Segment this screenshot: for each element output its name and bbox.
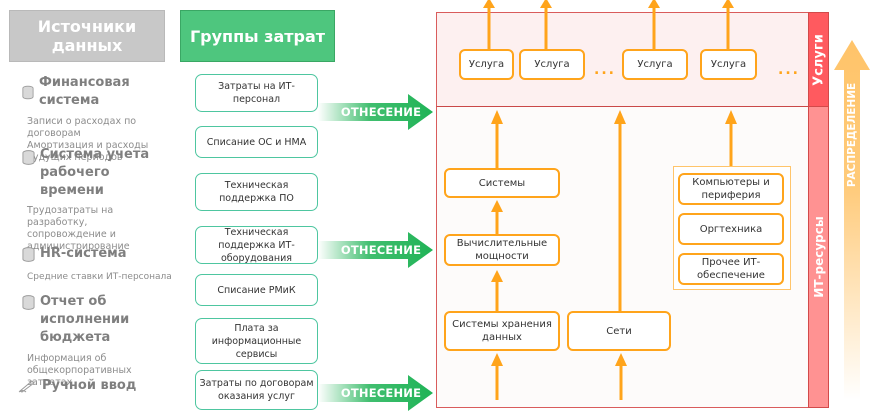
resource-systems: Системы (444, 168, 560, 198)
database-icon (22, 295, 35, 310)
pen-icon (18, 380, 35, 393)
arrow-up (722, 0, 734, 49)
resource-computing: Вычислительные мощности (444, 234, 560, 266)
cost-group-workplace-writeoff: Списание РМиК (195, 274, 318, 306)
arrow-up (615, 353, 627, 400)
resource-networks: Сети (567, 311, 671, 351)
arrow-up (491, 353, 503, 400)
service-box: Услуга (700, 49, 757, 80)
database-icon (22, 246, 35, 262)
resource-flow-arrows (483, 0, 737, 400)
database-icon (22, 85, 34, 99)
arrow-up (491, 270, 503, 311)
arrow-up (614, 110, 626, 311)
cost-group-hardware-support: Техническая поддержка ИТ-оборудования (195, 226, 318, 264)
resource-computers: Компьютеры и периферия (678, 173, 784, 205)
cost-group-it-staff: Затраты на ИТ-персонал (195, 74, 318, 112)
arrow-up (491, 110, 503, 168)
resource-office-equipment: Оргтехника (678, 213, 784, 245)
distribution-arrow: РАСПРЕДЕЛЕНИЕ (834, 40, 870, 400)
cost-groups-header: Группы затрат (180, 10, 335, 62)
service-box: Услуга (459, 49, 514, 80)
source-budget-report: Отчет об исполнении бюджета Информация о… (22, 293, 182, 389)
service-box: Услуга (622, 49, 688, 80)
arrow-up (648, 0, 660, 49)
allocation-arrow: ОТНЕСЕНИЕ (318, 94, 433, 130)
arrow-up (491, 200, 503, 234)
source-timesheet: Система учета рабочего времени Трудозатр… (22, 146, 182, 253)
services-ellipsis: ... (778, 62, 800, 78)
cost-group-depreciation: Списание ОС и НМА (195, 126, 318, 158)
resource-storage: Системы хранения данных (444, 311, 560, 351)
services-ellipsis: ... (594, 62, 616, 78)
arrow-up (483, 0, 495, 49)
allocation-arrow: ОТНЕСЕНИЕ (318, 232, 433, 268)
resource-other-it: Прочее ИТ-обеспечение (678, 253, 784, 285)
sources-header: Источники данных (9, 10, 165, 62)
arrow-up (540, 0, 552, 49)
source-hr: HR-система Средние ставки ИТ-персонала (22, 245, 182, 283)
cost-group-software-support: Техническая поддержка ПО (195, 173, 318, 211)
source-manual-input: Ручной ввод (18, 377, 178, 395)
source-financial: Финансовая система Записи о расходах по … (22, 74, 182, 164)
database-icon (22, 150, 35, 165)
service-box: Услуга (519, 49, 585, 80)
arrow-up (725, 110, 737, 166)
cost-group-info-services: Плата за информационные сервисы (195, 318, 318, 364)
